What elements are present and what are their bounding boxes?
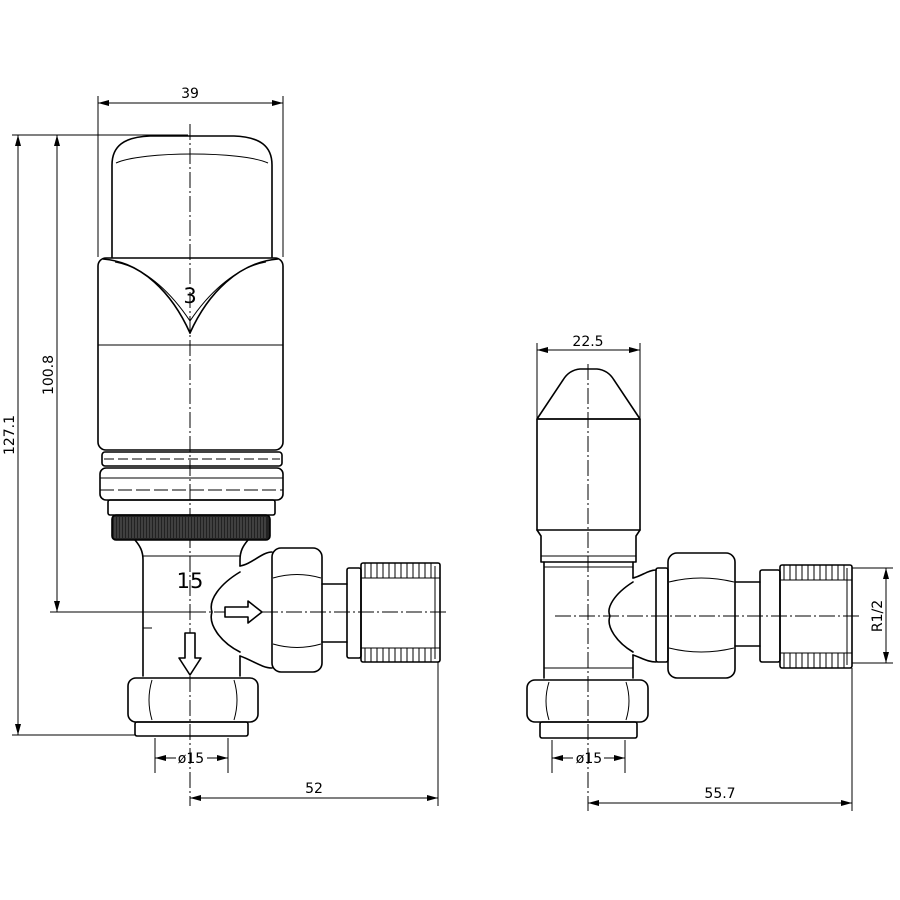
- dimension-thread-size: R1/2: [852, 567, 893, 664]
- arrow-left: [588, 800, 599, 806]
- dim-label: ø15: [178, 751, 204, 767]
- outlet-thread-body: [779, 564, 853, 669]
- head-v-groove-inner-left: [114, 261, 191, 322]
- cap-neck: [536, 529, 641, 563]
- body-right-edge-upper: [239, 539, 249, 567]
- outlet-upper-fillet: [632, 569, 657, 579]
- outlet-hex-nut: [271, 547, 323, 673]
- arrow-right: [629, 347, 640, 353]
- arrow-right: [614, 755, 625, 761]
- bottom-nut-face-left: [545, 681, 550, 721]
- arrow-right: [841, 800, 852, 806]
- dim-label: 100.8: [41, 355, 57, 395]
- outlet-nut-face-lower: [272, 643, 322, 648]
- arrow-top: [54, 135, 60, 146]
- thermostatic-head: 3: [97, 135, 284, 451]
- head-v-groove-outer-left: [102, 258, 191, 334]
- left-view: 3 15: [2, 86, 446, 806]
- left-valve-body: 15: [134, 539, 273, 677]
- outlet-hex-nut: [667, 552, 736, 679]
- head-cap-highlight: [115, 153, 269, 164]
- arrow-left: [155, 755, 166, 761]
- bottom-hex-nut: [127, 677, 259, 723]
- arrow-left: [552, 755, 563, 761]
- ring-upper: [101, 451, 283, 467]
- arrow-left: [190, 795, 201, 801]
- dim-label: R1/2: [870, 600, 886, 632]
- arrow-left: [537, 347, 548, 353]
- right-view: 22.5 R1/2 ø15 55.7: [526, 334, 893, 811]
- dimension-total-height: 127.1: [2, 134, 188, 736]
- bottom-tail: [539, 721, 638, 739]
- dim-label: 55.7: [704, 786, 735, 802]
- arrow-top: [15, 135, 21, 146]
- outlet-nut-face-upper: [668, 577, 735, 583]
- outlet-band: [655, 567, 669, 663]
- dimension-head-width: 39: [97, 86, 284, 257]
- cap-handle: [536, 418, 641, 531]
- arrow-left: [98, 100, 109, 106]
- outlet-lower-fillet: [239, 655, 273, 669]
- bottom-nut-face-right: [625, 681, 630, 721]
- head-rings: [99, 451, 284, 541]
- outlet-lower-fillet: [632, 654, 657, 663]
- outlet-nut-face-lower: [668, 647, 735, 653]
- left-side-outlet: [271, 547, 441, 673]
- dimension-pipe-diameter-right: ø15: [551, 740, 626, 773]
- right-thread-ticks: [783, 565, 845, 668]
- bottom-tail: [134, 721, 249, 737]
- dim-label: 52: [305, 781, 323, 797]
- arrow-right: [272, 100, 283, 106]
- outlet-flange: [346, 567, 362, 659]
- body-size-marking: 15: [177, 569, 204, 593]
- right-bottom-nut: [526, 679, 649, 739]
- left-thread-ticks: [364, 563, 432, 662]
- arrow-bottom: [15, 724, 21, 735]
- left-bottom-nut: [127, 677, 259, 737]
- dim-label: 39: [181, 86, 199, 102]
- head-v-groove-inner-right: [189, 261, 267, 322]
- right-valve-body: [543, 561, 657, 679]
- dim-label: ø15: [576, 751, 602, 767]
- dimension-height-to-outlet: 100.8: [41, 135, 60, 612]
- body-left-edge: [134, 539, 144, 677]
- flow-arrow-right: [224, 600, 263, 624]
- outlet-nut-face-upper: [272, 574, 322, 579]
- arrow-top: [883, 568, 889, 579]
- manual-cap: [536, 368, 641, 563]
- right-side-outlet: [655, 552, 853, 679]
- cap-top: [536, 368, 641, 420]
- head-body: [97, 257, 284, 451]
- dimension-outlet-length-right: 55.7: [588, 668, 853, 811]
- head-v-groove-outer-right: [189, 258, 279, 334]
- dim-label: 22.5: [572, 334, 603, 350]
- knurled-ring: [111, 514, 271, 541]
- dimension-cap-width: 22.5: [536, 334, 641, 418]
- outlet-upper-fillet: [239, 551, 273, 567]
- arrow-right: [427, 795, 438, 801]
- flow-arrow-down: [178, 632, 202, 676]
- head-cap: [111, 135, 273, 258]
- body-saddle-curve: [210, 571, 241, 653]
- bottom-nut-face-left: [148, 679, 153, 721]
- arrow-bottom: [883, 652, 889, 663]
- ring-neck: [107, 499, 276, 516]
- ring-middle: [99, 467, 284, 501]
- arrow-right: [217, 755, 228, 761]
- bottom-nut-face-right: [233, 679, 238, 721]
- dimension-pipe-diameter-left: ø15: [154, 738, 229, 773]
- head-setting-number: 3: [183, 284, 196, 308]
- body-saddle-curve: [608, 581, 634, 653]
- knurl-hatching: [114, 517, 266, 538]
- dimension-outlet-length-left: 52: [190, 662, 439, 806]
- arrow-bottom: [54, 601, 60, 612]
- dim-label: 127.1: [2, 415, 18, 455]
